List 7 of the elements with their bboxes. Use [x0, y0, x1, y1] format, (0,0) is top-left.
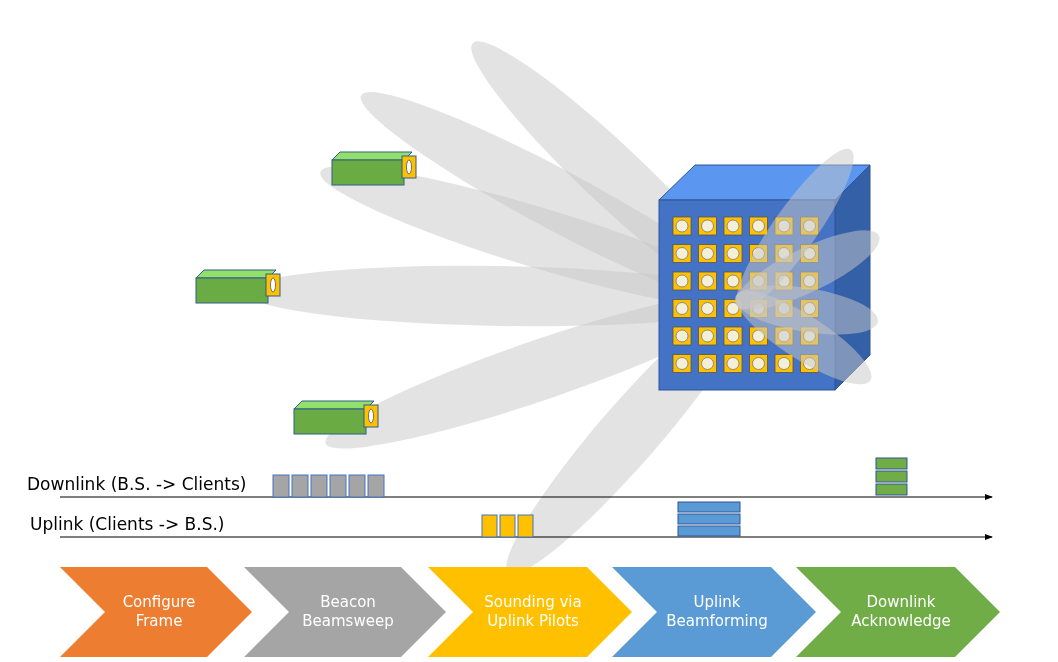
- step-label: Configure Frame: [121, 593, 197, 631]
- timeline-label: Downlink (B.S. -> Clients): [27, 473, 247, 495]
- step-label: Uplink Beamforming: [665, 593, 769, 631]
- step-label: Beacon Beamsweep: [301, 593, 395, 631]
- timeline-label: Uplink (Clients -> B.S.): [30, 513, 225, 535]
- step-label: Sounding via Uplink Pilots: [483, 593, 583, 631]
- step-label: Downlink Acknowledge: [850, 593, 952, 631]
